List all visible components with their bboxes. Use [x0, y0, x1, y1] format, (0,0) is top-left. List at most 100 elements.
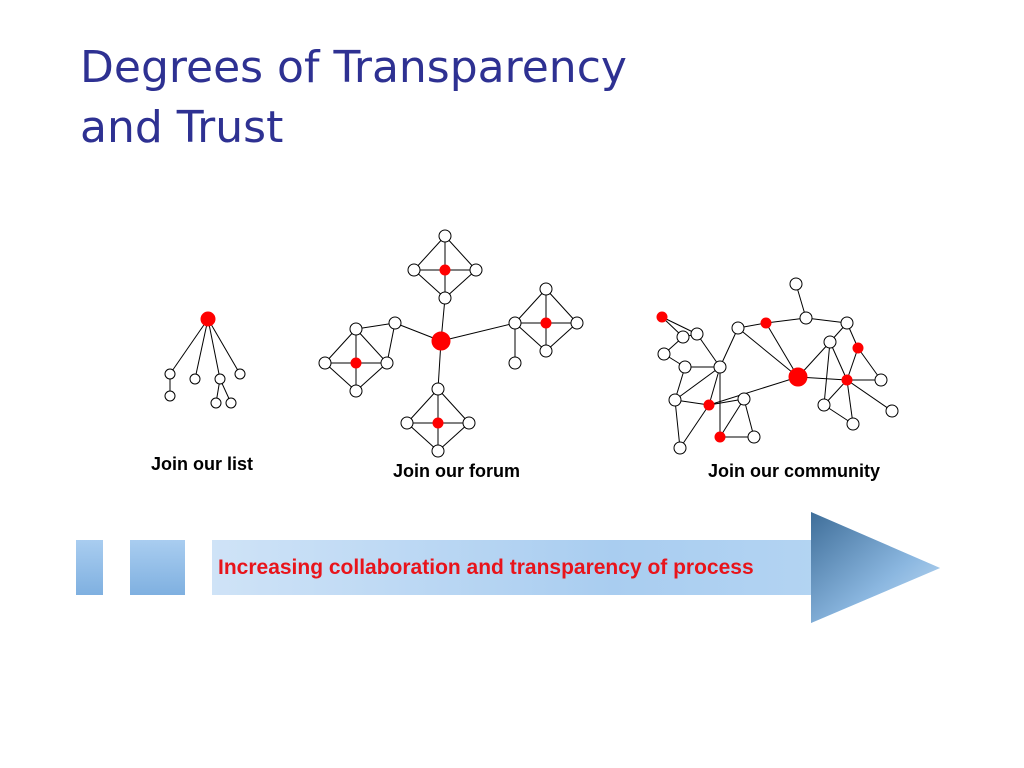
- forum-hub-node: [439, 264, 451, 276]
- forum-edge: [355, 328, 388, 364]
- arrow-shaft-head: [212, 512, 940, 623]
- community-node: [690, 327, 704, 341]
- forum-edge: [444, 235, 477, 271]
- community-edge: [846, 379, 854, 425]
- community-node: [678, 360, 692, 374]
- forum-edge: [545, 288, 578, 324]
- forum-node: [539, 282, 553, 296]
- slide-title: Degrees of Transparency and Trust: [80, 38, 627, 158]
- community-edge: [765, 317, 807, 324]
- arrow-block-2: [130, 540, 185, 595]
- forum-edge: [437, 388, 470, 424]
- forum-node: [400, 416, 414, 430]
- community-node: [885, 404, 899, 418]
- forum-edge: [355, 362, 388, 392]
- stage-label-community: Join our community: [708, 461, 881, 481]
- community-node: [676, 330, 690, 344]
- forum-node: [380, 356, 394, 370]
- list-node: [210, 397, 222, 409]
- community-hub-node: [703, 399, 715, 411]
- forum-edge: [386, 322, 396, 364]
- forum-edge: [444, 269, 477, 299]
- community-edge: [737, 327, 799, 378]
- community-edge: [708, 366, 721, 406]
- list-edge: [207, 318, 241, 375]
- community-edge: [846, 379, 893, 412]
- forum-node: [318, 356, 332, 370]
- community-node: [731, 321, 745, 335]
- forum-node: [462, 416, 476, 430]
- community-node: [668, 393, 682, 407]
- network-nodes: [164, 229, 899, 458]
- forum-node: [438, 229, 452, 243]
- forum-node: [431, 444, 445, 458]
- title-line-1: Degrees of Transparency: [80, 42, 627, 93]
- forum-node: [570, 316, 584, 330]
- community-edge: [719, 398, 745, 438]
- list-edge: [194, 318, 209, 380]
- forum-node: [349, 322, 363, 336]
- community-edge: [805, 317, 848, 324]
- forum-hub-node: [350, 357, 362, 369]
- community-node: [817, 398, 831, 412]
- forum-edge: [514, 322, 547, 352]
- community-hub-node: [760, 317, 772, 329]
- list-hub-node: [200, 311, 216, 327]
- list-node: [164, 368, 176, 380]
- community-edge: [679, 404, 710, 449]
- arrow-block-1: [76, 540, 103, 595]
- forum-node: [407, 263, 421, 277]
- community-node: [840, 316, 854, 330]
- forum-edge: [355, 322, 396, 330]
- community-edge: [743, 398, 755, 438]
- community-edge: [674, 399, 681, 449]
- community-node: [874, 373, 888, 387]
- community-node: [846, 417, 860, 431]
- forum-edge: [514, 288, 547, 324]
- forum-edge: [406, 422, 439, 452]
- forum-edge: [545, 322, 578, 352]
- forum-node: [508, 316, 522, 330]
- forum-edge: [324, 362, 357, 392]
- community-edge: [719, 327, 739, 368]
- list-node: [225, 397, 237, 409]
- forum-node: [438, 291, 452, 305]
- network-edges: [169, 235, 893, 452]
- list-edge: [169, 318, 209, 375]
- forum-hub-node: [432, 417, 444, 429]
- community-edge: [674, 366, 721, 401]
- community-node: [789, 277, 803, 291]
- community-hub-node: [841, 374, 853, 386]
- list-node: [189, 373, 201, 385]
- forum-hub-node: [431, 331, 451, 351]
- forum-edge: [413, 235, 446, 271]
- stage-label-forum: Join our forum: [393, 461, 520, 481]
- forum-hub-node: [540, 317, 552, 329]
- stage-label-list: Join our list: [151, 454, 254, 474]
- community-hub-node: [714, 431, 726, 443]
- community-node: [673, 441, 687, 455]
- community-hub-node: [656, 311, 668, 323]
- community-node: [823, 335, 837, 349]
- community-node: [737, 392, 751, 406]
- community-edge: [765, 322, 799, 378]
- forum-node: [349, 384, 363, 398]
- community-hub-node: [788, 367, 808, 387]
- list-edge: [207, 318, 221, 380]
- title-line-2: and Trust: [80, 102, 284, 153]
- progression-arrow: [76, 512, 940, 623]
- list-node: [164, 390, 176, 402]
- forum-edge: [406, 388, 439, 424]
- forum-edge: [437, 422, 470, 452]
- forum-edge: [413, 269, 446, 299]
- community-node: [799, 311, 813, 325]
- community-edge: [846, 347, 859, 381]
- forum-edge: [324, 328, 357, 364]
- forum-node: [469, 263, 483, 277]
- community-edge: [857, 347, 882, 381]
- community-node: [713, 360, 727, 374]
- forum-node: [539, 344, 553, 358]
- arrow-head-shade: [811, 512, 940, 623]
- community-edge: [708, 376, 799, 406]
